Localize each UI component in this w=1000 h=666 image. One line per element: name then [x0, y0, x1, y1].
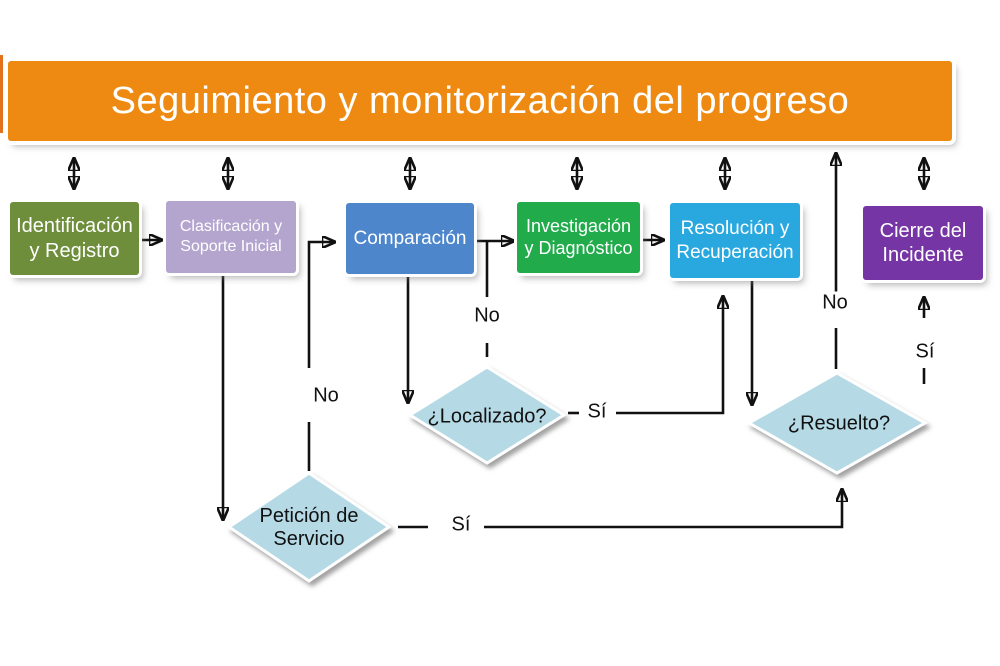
- node-resolucion-label: Resolución y Recuperación: [676, 218, 794, 263]
- node-investigacion-diagnostico: Investigación y Diagnóstico: [517, 202, 640, 273]
- edge-peticion-no-comparacion-upper: [307, 242, 335, 368]
- edge-label-localizado-si: Sí: [584, 400, 610, 424]
- edge-localizado-si: [616, 296, 723, 415]
- node-comparacion: Comparación: [346, 203, 474, 274]
- banner-edge-sliver: [0, 55, 3, 133]
- node-clasificacion-label: Clasificación y Soporte Inicial: [179, 218, 283, 255]
- decision-resuelto-shape: [745, 371, 929, 475]
- decision-localizado-shape: [407, 365, 567, 465]
- decision-peticion-label: Petición de Servicio: [259, 505, 359, 550]
- node-cierre-incidente: Cierre del Incidente: [863, 206, 983, 280]
- banner: Seguimiento y monitorización del progres…: [8, 61, 952, 141]
- node-investigacion-label: Investigación y Diagnóstico: [524, 215, 633, 258]
- edge-label-peticion-no: No: [310, 384, 342, 408]
- edge-label-localizado-no: No: [471, 304, 503, 328]
- decision-peticion-shape: [226, 471, 392, 583]
- node-identificacion-label: Identificación y Registro: [16, 215, 133, 262]
- node-clasificacion-soporte: Clasificación y Soporte Inicial: [166, 201, 296, 273]
- node-comparacion-label: Comparación: [353, 227, 467, 249]
- decision-resuelto-label: ¿Resuelto?: [787, 412, 891, 435]
- node-identificacion-registro: Identificación y Registro: [10, 202, 139, 275]
- node-resolucion-recuperacion: Resolución y Recuperación: [670, 203, 800, 278]
- edge-label-peticion-si: Sí: [448, 513, 474, 537]
- edge-label-resuelto-si: Sí: [912, 340, 938, 364]
- edge-label-resuelto-no: No: [819, 291, 851, 315]
- edge-peticion-si: [484, 489, 842, 529]
- decision-localizado-label: ¿Localizado?: [427, 405, 547, 428]
- banner-title: Seguimiento y monitorización del progres…: [110, 79, 850, 122]
- node-cierre-label: Cierre del Incidente: [879, 219, 967, 266]
